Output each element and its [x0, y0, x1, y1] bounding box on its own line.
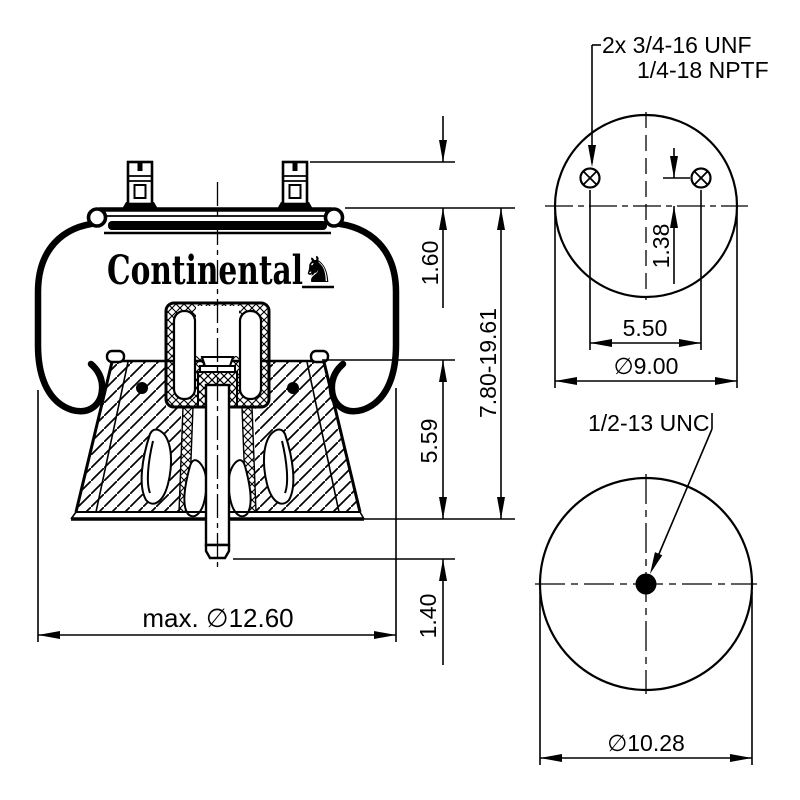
side-view: Continental ♞ [34, 116, 515, 665]
stud-hole-left [579, 167, 601, 189]
label-air-port: 1/4-18 NPTF [637, 57, 769, 83]
arrowhead-right [374, 631, 396, 639]
arrowhead-up [670, 206, 678, 228]
bellows-bead-right [287, 382, 299, 394]
stud-top-slot [292, 162, 298, 171]
arrowhead-left [555, 377, 577, 385]
piston-skirt-left-inner [95, 361, 129, 513]
bumper-slot-right [238, 309, 263, 401]
arrowhead-right [715, 377, 737, 385]
dim-rod-protrusion: 1.40 [415, 559, 447, 665]
arrowhead-down [439, 140, 447, 162]
dim-design-height-text: 7.80-19.61 [475, 308, 501, 418]
stud-hole-right [690, 167, 712, 189]
brand-logo: Continental ♞ [107, 247, 334, 294]
arrowhead-left [540, 754, 562, 762]
bellows-left-contour [34, 219, 106, 415]
arrowhead-down [670, 156, 678, 178]
dim-max-diameter: max. ∅12.60 [37, 388, 397, 642]
dim-piston-height: 5.59 [416, 360, 447, 519]
stud-slot [133, 184, 147, 199]
piston-cutouts-left [140, 428, 208, 518]
leader-arrowhead [650, 552, 663, 574]
piston-skirt-left-edge [74, 361, 114, 513]
bellows-right-contour [328, 219, 400, 415]
arrowhead-right [679, 339, 701, 347]
hole-cross [582, 170, 598, 186]
dim-piston-height-text: 5.59 [416, 419, 442, 464]
leader-line [652, 428, 713, 569]
dim-max-diameter-text: max. ∅12.60 [142, 603, 293, 633]
arrowhead-left [38, 631, 60, 639]
dim-piston-diameter-text: ∅10.28 [607, 730, 685, 756]
arrowhead-up [439, 559, 447, 581]
label-thread: 1/2-13 UNC [588, 410, 709, 436]
stud-top-slot [137, 162, 143, 171]
piston-base-corner-left [70, 511, 77, 520]
arrowhead-left [590, 339, 612, 347]
dim-stud-spacing-text: 5.50 [623, 315, 668, 341]
dim-plate-diameter-text: ∅9.00 [614, 353, 679, 379]
horse-icon: ♞ [302, 250, 334, 291]
stud-labels: 2x 3/4-16 UNF 1/4-18 NPTF [588, 32, 769, 167]
dim-stud-spacing: 5.50 [589, 190, 702, 350]
arrowhead-up [439, 208, 447, 230]
top-plate-bead-right [323, 207, 345, 228]
dim-piston-diameter: ∅10.28 [539, 592, 753, 765]
dim-plate-diameter: ∅9.00 [554, 212, 738, 388]
piston-base-corner-right [359, 511, 365, 520]
bottom-view: 1/2-13 UNC ∅10.28 [535, 410, 757, 765]
piston-cutouts-right [227, 428, 295, 518]
stud-slot [288, 184, 302, 199]
dim-hole-offset-text: 1.38 [648, 224, 674, 269]
brand-logo-text: Continental [107, 247, 303, 294]
bellows: Continental ♞ [34, 219, 400, 415]
side-dimensions: 1.60 5.59 1.40 7.80-19.61 [37, 116, 515, 665]
label-studs: 2x 3/4-16 UNF [602, 32, 752, 58]
dim-hole-offset: 1.38 [648, 148, 690, 284]
mounting-stud-right [277, 160, 313, 209]
dim-stud-height: 1.60 [417, 116, 447, 308]
center-thread-hole [635, 573, 657, 595]
arrowhead-right [730, 754, 752, 762]
hole-cross [693, 170, 709, 186]
mounting-stud-left [122, 160, 158, 209]
top-plate-bead-left [86, 207, 108, 228]
piston-flange-lip-left [105, 349, 126, 364]
top-view: 2x 3/4-16 UNF 1/4-18 NPTF 1.38 5.50 [545, 32, 769, 388]
dim-design-height: 7.80-19.61 [475, 208, 505, 519]
bellows-bead-left [136, 382, 148, 394]
arrowhead-down [497, 497, 505, 519]
arrowhead-up [439, 360, 447, 382]
dim-rod-protrusion-text: 1.40 [415, 594, 441, 639]
piston-skirt-right-inner [306, 361, 340, 513]
arrowhead-down [439, 497, 447, 519]
thread-label: 1/2-13 UNC [588, 410, 713, 574]
leader-arrowhead [588, 145, 596, 167]
dim-stud-height-text: 1.60 [417, 241, 443, 286]
top-plate [86, 207, 345, 235]
piston [70, 349, 365, 521]
bumper-slot-left [172, 309, 197, 401]
arrowhead-up [497, 208, 505, 230]
